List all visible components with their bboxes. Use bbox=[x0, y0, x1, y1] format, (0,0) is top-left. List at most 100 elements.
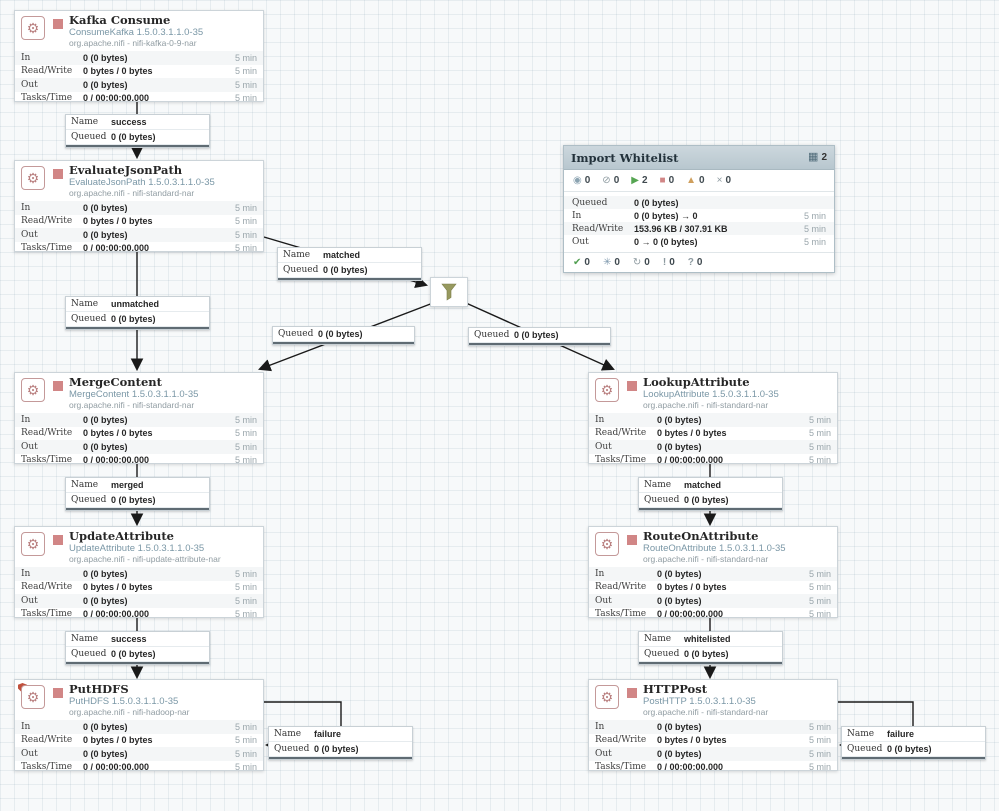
stat-value: 0 (0 bytes) bbox=[657, 721, 702, 732]
process-group-state-row: ◉0 ⊘0 ▶2 ■0 ▲0 ×0 bbox=[564, 170, 834, 192]
stat-value: 0 / 00:00:00.000 bbox=[83, 93, 150, 104]
stat-time: 5 min bbox=[234, 52, 257, 63]
stat-label: Read/Write bbox=[21, 582, 73, 593]
stat-time: 5 min bbox=[808, 735, 831, 746]
connection-queued: 0 (0 bytes) bbox=[323, 265, 368, 275]
transmitting-icon: ◉ bbox=[573, 174, 582, 186]
processor-bundle: org.apache.nifi - nifi-standard-nar bbox=[643, 707, 769, 717]
processor-type: MergeContent 1.5.0.3.1.1.0-35 bbox=[69, 389, 199, 400]
processor-evaluatejsonpath[interactable]: ⚙ EvaluateJsonPath EvaluateJsonPath 1.5.… bbox=[14, 160, 264, 254]
stat-label: Tasks/Time bbox=[21, 455, 73, 466]
stat-label: In bbox=[21, 414, 31, 425]
processor-icon: ⚙ bbox=[595, 378, 619, 402]
funnel[interactable] bbox=[430, 277, 468, 307]
processor-puthdfs[interactable]: ⚙ PutHDFS PutHDFS 1.5.0.3.1.1.0-35 org.a… bbox=[14, 679, 264, 772]
running-icon: ▶ bbox=[631, 174, 639, 186]
processor-title: HTTPPost bbox=[643, 682, 708, 696]
queued-key: Queued bbox=[71, 132, 107, 142]
version-stale: ↻0 bbox=[633, 257, 650, 268]
stat-value: 0 (0 bytes) bbox=[634, 197, 679, 208]
stat-time: 5 min bbox=[803, 236, 826, 247]
processor-lookupattribute[interactable]: ⚙ LookupAttribute LookupAttribute 1.5.0.… bbox=[588, 372, 838, 466]
process-group-import-whitelist[interactable]: Import Whitelist ▦ 2 ◉0 ⊘0 ▶2 ■0 ▲0 ×0 Q… bbox=[563, 145, 835, 273]
state-not-transmitting: ⊘0 bbox=[602, 175, 619, 186]
queue-fill-bar bbox=[842, 757, 985, 759]
stat-time: 5 min bbox=[234, 216, 257, 227]
stat-value: 0 → 0 (0 bytes) bbox=[634, 236, 698, 247]
stat-time: 5 min bbox=[234, 441, 257, 452]
stat-label: Read/Write bbox=[595, 582, 647, 593]
processor-header: ⚙ UpdateAttribute UpdateAttribute 1.5.0.… bbox=[15, 527, 263, 567]
stat-row-queued: Queued 0 (0 bytes) bbox=[564, 196, 834, 209]
name-key: Name bbox=[644, 634, 672, 644]
stat-value: 0 bytes / 0 bytes bbox=[657, 428, 727, 439]
state-count: 0 bbox=[613, 175, 620, 186]
connection-queued: 0 (0 bytes) bbox=[111, 132, 156, 142]
stopped-icon bbox=[627, 535, 637, 545]
processor-bundle: org.apache.nifi - nifi-standard-nar bbox=[643, 554, 769, 564]
state-count: 0 bbox=[696, 257, 703, 268]
stat-label: Tasks/Time bbox=[595, 762, 647, 773]
stat-label: Out bbox=[21, 441, 38, 452]
processor-kafka-consume[interactable]: ⚙ Kafka Consume ConsumeKafka 1.5.0.3.1.1… bbox=[14, 10, 264, 104]
stat-time: 5 min bbox=[808, 748, 831, 759]
state-count: 0 bbox=[644, 257, 650, 268]
stat-time: 5 min bbox=[234, 66, 257, 77]
processor-icon: ⚙ bbox=[21, 685, 45, 709]
connection-name: success bbox=[111, 634, 147, 644]
state-invalid: ▲0 bbox=[686, 175, 704, 186]
queue-fill-bar bbox=[66, 145, 209, 147]
stat-value: 0 (0 bytes) bbox=[657, 568, 702, 579]
stat-time: 5 min bbox=[808, 582, 831, 593]
stat-label: In bbox=[572, 210, 582, 221]
funnel-icon bbox=[441, 283, 457, 301]
processor-icon: ⚙ bbox=[21, 16, 45, 40]
processor-httppost[interactable]: ⚙ HTTPPost PostHTTP 1.5.0.3.1.1.0-35 org… bbox=[588, 679, 838, 773]
processor-mergecontent[interactable]: ⚙ MergeContent MergeContent 1.5.0.3.1.1.… bbox=[14, 372, 264, 466]
exclamation-icon: ! bbox=[662, 256, 667, 268]
stat-value: 0 (0 bytes) bbox=[83, 748, 128, 759]
processor-bundle: org.apache.nifi - nifi-standard-nar bbox=[69, 188, 195, 198]
stat-label: Out bbox=[21, 748, 38, 759]
connection-name: whitelisted bbox=[684, 634, 731, 644]
stat-label: Queued bbox=[572, 197, 608, 208]
processor-routeonattribute[interactable]: ⚙ RouteOnAttribute RouteOnAttribute 1.5.… bbox=[588, 526, 838, 619]
state-count: 0 bbox=[584, 175, 591, 186]
stat-time: 5 min bbox=[808, 721, 831, 732]
stat-label: Out bbox=[595, 748, 612, 759]
processor-bundle: org.apache.nifi - nifi-update-attribute-… bbox=[69, 554, 221, 564]
stat-value: 0 / 00:00:00.000 bbox=[83, 243, 150, 254]
processor-updateattribute[interactable]: ⚙ UpdateAttribute UpdateAttribute 1.5.0.… bbox=[14, 526, 264, 619]
version-locally-modified: ✳0 bbox=[603, 257, 620, 268]
stat-label: Tasks/Time bbox=[595, 455, 647, 466]
stat-label: In bbox=[595, 721, 605, 732]
stat-time: 5 min bbox=[234, 455, 257, 466]
stat-value: 0 bytes / 0 bytes bbox=[83, 216, 153, 227]
state-count: 0 bbox=[725, 175, 731, 186]
